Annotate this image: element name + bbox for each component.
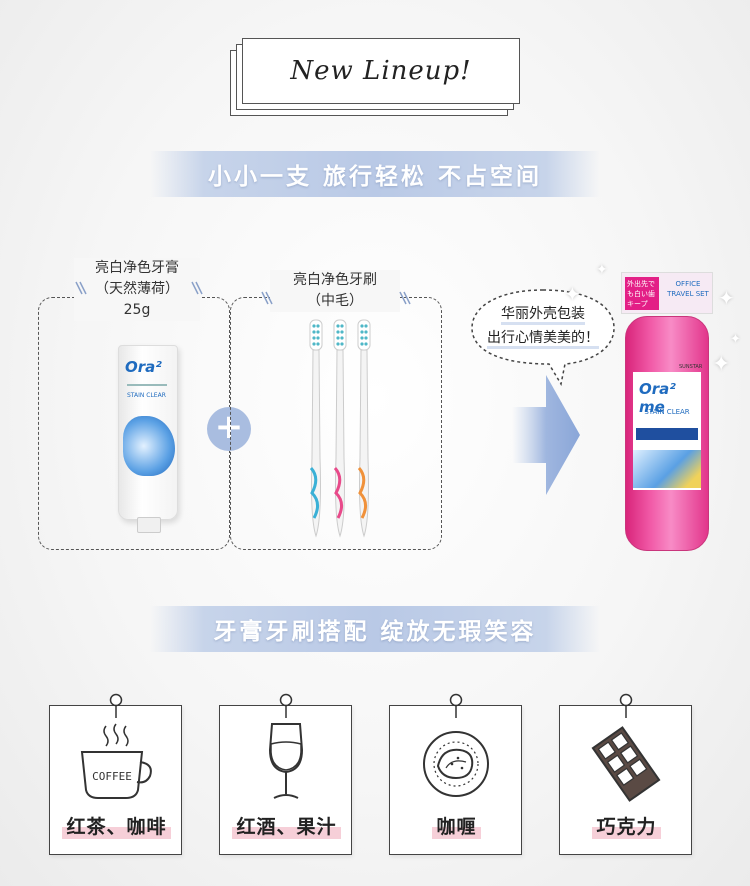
toothbrush-blue [309, 319, 323, 538]
tube-product-text: STAIN CLEAR [127, 392, 166, 399]
tile-curry: 咖喱 [389, 693, 522, 855]
slash-mark-icon [261, 291, 273, 305]
bubble-line-2: 出行心情美美的！ [487, 330, 599, 349]
curry-plate-icon [423, 731, 489, 797]
speech-bubble: 华丽外壳包装 出行心情美美的！ [469, 286, 617, 386]
sparkle-icon: ✦ [730, 332, 741, 347]
plus-icon: + [207, 407, 251, 451]
lineup-header: New Lineup! [230, 38, 520, 118]
toothpaste-variant: （天然薄荷） [95, 281, 179, 297]
pushpin-icon [619, 693, 633, 718]
travel-set-image: 外出先でも白い歯キープ OFFICE TRAVEL SET SUNSTAR Or… [621, 272, 713, 554]
toothpaste-tube-image: Ora² STAIN CLEAR [118, 345, 178, 533]
toothbrush-orange [357, 319, 371, 538]
banner-travel: 小小一支 旅行轻松 不占空间 [150, 151, 600, 197]
slash-mark-icon [191, 281, 203, 295]
toothbrush-label: 亮白净色牙刷 （中毛） [270, 270, 400, 312]
tile-label-curry: 咖喱 [432, 812, 481, 839]
toothpaste-name: 亮白净色牙膏 [95, 260, 179, 276]
tile-chocolate: 巧克力 [559, 693, 692, 855]
lineup-title: New Lineup! [290, 56, 472, 86]
pushpin-icon [109, 693, 123, 718]
travel-set-en-label: OFFICE TRAVEL SET [667, 280, 709, 298]
sparkle-icon: ✦ [596, 262, 608, 278]
tile-coffee: COFFEE 红茶、咖啡 [49, 693, 182, 855]
toothpaste-label: 亮白净色牙膏 （天然薄荷） 25g [74, 258, 200, 321]
banner-travel-text: 小小一支 旅行轻松 不占空间 [207, 164, 542, 190]
bubble-line-1: 华丽外壳包装 [501, 306, 585, 325]
travel-set-card: Ora² me STAIN CLEAR [633, 372, 701, 490]
travel-set-jp-label: 外出先でも白い歯キープ [625, 277, 659, 310]
chocolate-bar-icon [591, 726, 661, 802]
coffee-cup-text: COFFEE [92, 770, 132, 783]
sparkle-icon: ✦ [712, 352, 731, 377]
travel-set-maker: SUNSTAR [679, 364, 703, 370]
tile-label-wine: 红酒、果汁 [232, 812, 341, 839]
travel-set-brand: Ora² me [639, 380, 676, 416]
travel-set-product: STAIN CLEAR [644, 408, 690, 416]
card-front: New Lineup! [242, 38, 520, 104]
slash-mark-icon [75, 281, 87, 295]
tile-label-coffee: 红茶、咖啡 [62, 812, 171, 839]
tube-splash-graphic [123, 416, 175, 476]
toothbrushes-image [309, 319, 371, 538]
toothbrush-pink [333, 319, 347, 538]
toothbrush-variant: （中毛） [307, 293, 363, 309]
tube-cap [137, 517, 161, 533]
sparkle-icon: ✦ [718, 286, 735, 310]
slash-mark-icon [399, 291, 411, 305]
toothbrush-name: 亮白净色牙刷 [293, 272, 377, 288]
pushpin-icon [449, 693, 463, 718]
sparkle-icon: ✦ [564, 282, 581, 306]
tile-label-chocolate: 巧克力 [592, 812, 661, 839]
pushpin-icon [279, 693, 293, 718]
wine-glass-icon [268, 723, 304, 799]
tube-brand: Ora² [125, 358, 162, 376]
arrow-right-icon [512, 375, 580, 495]
speech-bubble-outline [471, 289, 615, 386]
banner-smile: 牙膏牙刷搭配 绽放无瑕笑容 [150, 606, 600, 652]
coffee-cup-icon: COFFEE [80, 723, 152, 799]
banner-smile-text: 牙膏牙刷搭配 绽放无瑕笑容 [213, 619, 537, 645]
toothpaste-weight: 25g [123, 302, 151, 318]
tile-wine: 红酒、果汁 [219, 693, 352, 855]
